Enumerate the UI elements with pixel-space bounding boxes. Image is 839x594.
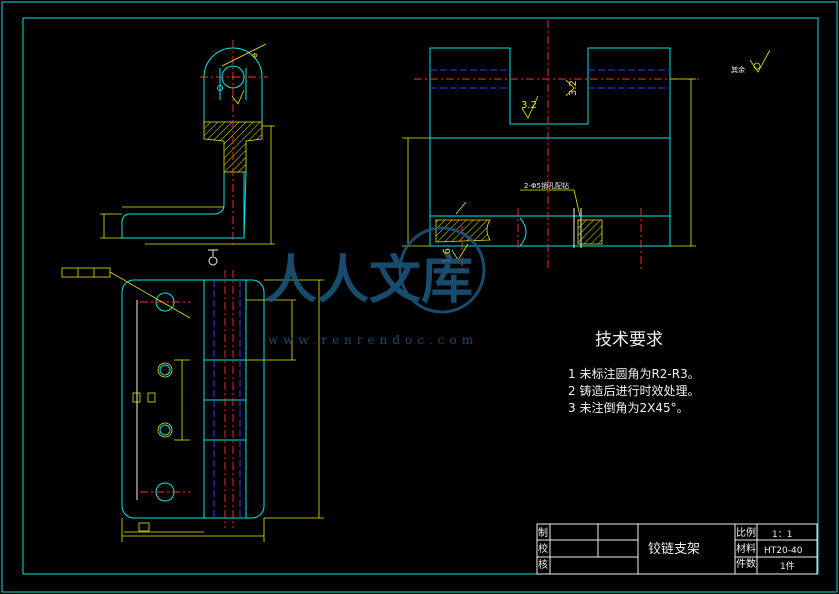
roughness-other: 其余 bbox=[731, 49, 771, 74]
material-label: 材料 bbox=[736, 542, 756, 555]
front-view bbox=[402, 20, 700, 272]
role-label-draw: 制 bbox=[538, 526, 548, 539]
tech-requirements: 技术要求 1 未标注圆角为R2-R3。 2 铸造后进行时效处理。 3 未注倒角为… bbox=[568, 330, 700, 415]
material-value: HT20-40 bbox=[764, 546, 803, 556]
quantity-label: 件数 bbox=[736, 557, 756, 570]
tech-requirement-1: 1 未标注圆角为R2-R3。 bbox=[568, 366, 700, 381]
role-label-review: 核 bbox=[538, 558, 548, 571]
watermark-url: www.renrendoc.com bbox=[268, 333, 478, 347]
roughness-value-left: 3.2 bbox=[521, 100, 537, 111]
role-label-check: 校 bbox=[538, 542, 548, 555]
svg-text:Φ: Φ bbox=[252, 52, 258, 60]
tech-requirements-title: 技术要求 bbox=[595, 330, 663, 350]
roughness-other-label: 其余 bbox=[731, 65, 745, 74]
part-name: 铰链支架 bbox=[648, 542, 700, 557]
tech-requirement-2: 2 铸造后进行时效处理。 bbox=[568, 383, 699, 398]
roughness-symbol-icon bbox=[749, 49, 771, 73]
tech-requirement-3: 3 未注倒角为2X45°。 bbox=[568, 400, 689, 415]
roughness-value-bottom: 1.6 bbox=[442, 248, 453, 264]
watermark-logo-icon bbox=[398, 226, 486, 314]
scale-label: 比例 bbox=[736, 526, 756, 539]
scale-value: 1：1 bbox=[772, 530, 792, 540]
watermark: 人人文库 www.renrendoc.com bbox=[265, 226, 486, 347]
annotations: 3.2 3.2 1.6 2-Φ5销孔配钻 bbox=[442, 80, 579, 264]
title-block: 制 校 核 铰链支架 比例 1：1 材料 HT20-40 件数 1件 bbox=[536, 523, 818, 575]
watermark-text: 人人文库 bbox=[265, 250, 473, 311]
side-view: Φ bbox=[100, 40, 275, 266]
roughness-value-right: 3.2 bbox=[568, 80, 579, 96]
quantity-value: 1件 bbox=[780, 560, 795, 572]
hole-note: 2-Φ5销孔配钻 bbox=[524, 181, 569, 190]
top-view bbox=[61, 267, 324, 542]
